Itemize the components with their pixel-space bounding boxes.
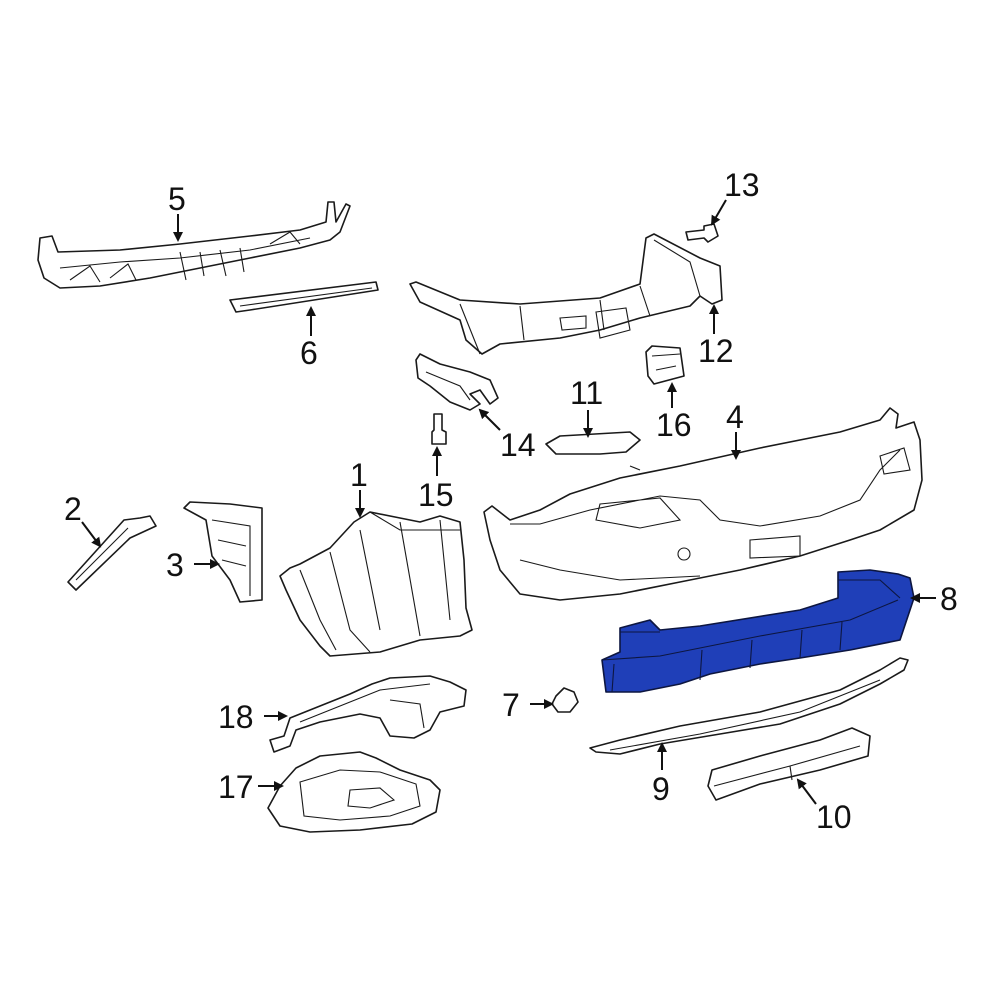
- part-8-reinforcement[interactable]: [601, 569, 915, 693]
- callout-17[interactable]: 17: [218, 769, 254, 805]
- callout-15[interactable]: 15: [418, 477, 454, 513]
- callout-8[interactable]: 8: [940, 581, 958, 617]
- callout-5[interactable]: 5: [168, 181, 186, 217]
- part-15-bolt[interactable]: [431, 413, 447, 445]
- arrow-2: [81, 521, 102, 548]
- callout-12[interactable]: 12: [698, 333, 734, 369]
- leader-arrows: [81, 199, 936, 805]
- part-11-bracket[interactable]: [545, 431, 641, 455]
- part-3-bracket[interactable]: [183, 501, 263, 603]
- part-12-hitch[interactable]: [409, 233, 723, 355]
- callout-13[interactable]: 13: [724, 167, 760, 203]
- callout-7[interactable]: 7: [502, 687, 520, 723]
- part-13-bolt[interactable]: [685, 223, 719, 243]
- callout-9[interactable]: 9: [652, 771, 670, 807]
- callout-2[interactable]: 2: [64, 491, 82, 527]
- callout-16[interactable]: 16: [656, 407, 692, 443]
- part-7-plug[interactable]: [551, 687, 579, 713]
- callout-4[interactable]: 4: [726, 399, 744, 435]
- part-1-side-panel[interactable]: [279, 511, 473, 657]
- callout-1[interactable]: 1: [350, 457, 368, 493]
- callout-labels: 5 6 13 12 16 14 11 4 15 1 2 3 8 7 18 9 1…: [64, 167, 958, 835]
- part-18-bracket[interactable]: [269, 675, 467, 753]
- arrow-10: [796, 778, 817, 805]
- part-9-strip[interactable]: [589, 657, 909, 755]
- callout-14[interactable]: 14: [500, 427, 536, 463]
- callout-11[interactable]: 11: [570, 375, 603, 411]
- part-14-bracket[interactable]: [415, 353, 499, 411]
- callout-18[interactable]: 18: [218, 699, 254, 735]
- part-6-strip[interactable]: [229, 281, 379, 313]
- part-2-strip[interactable]: [67, 515, 157, 591]
- part-5-bracket[interactable]: [37, 201, 351, 289]
- part-16-connector[interactable]: [645, 345, 685, 385]
- part-10-grille[interactable]: [707, 727, 871, 801]
- arrow-13: [710, 199, 727, 226]
- part-4-bumper-cover[interactable]: [483, 407, 923, 601]
- callout-6[interactable]: 6: [300, 335, 318, 371]
- callout-3[interactable]: 3: [166, 547, 184, 583]
- part-17-housing[interactable]: [267, 751, 441, 833]
- arrow-14: [478, 408, 501, 431]
- callout-10[interactable]: 10: [816, 799, 852, 835]
